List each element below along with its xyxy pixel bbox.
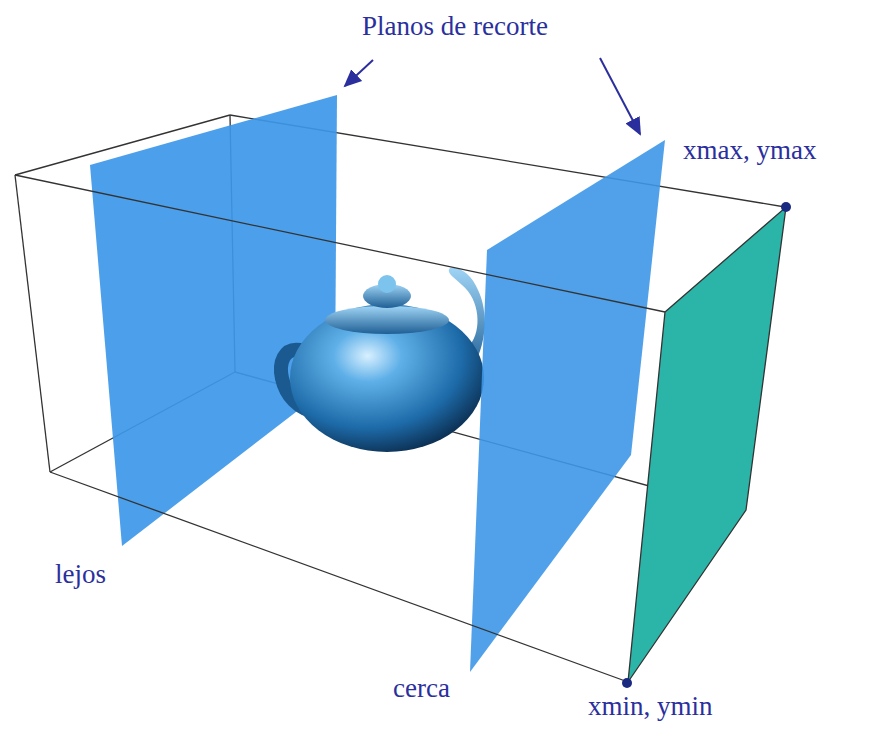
corner-dot (622, 678, 632, 688)
label: xmax, ymax (683, 136, 816, 166)
viewport-face (628, 207, 786, 682)
label: lejos (55, 560, 106, 590)
box-front-edges (15, 175, 665, 682)
leader-arrow (345, 60, 373, 86)
far-clipping-plane (90, 95, 337, 546)
label: Planos de recorte (362, 12, 548, 42)
label: xmin, ymin (588, 692, 713, 722)
teapot (281, 268, 485, 452)
leader-arrow (600, 58, 640, 134)
corner-dot (781, 202, 791, 212)
near-clipping-plane (470, 140, 665, 672)
label: cerca (393, 674, 450, 704)
